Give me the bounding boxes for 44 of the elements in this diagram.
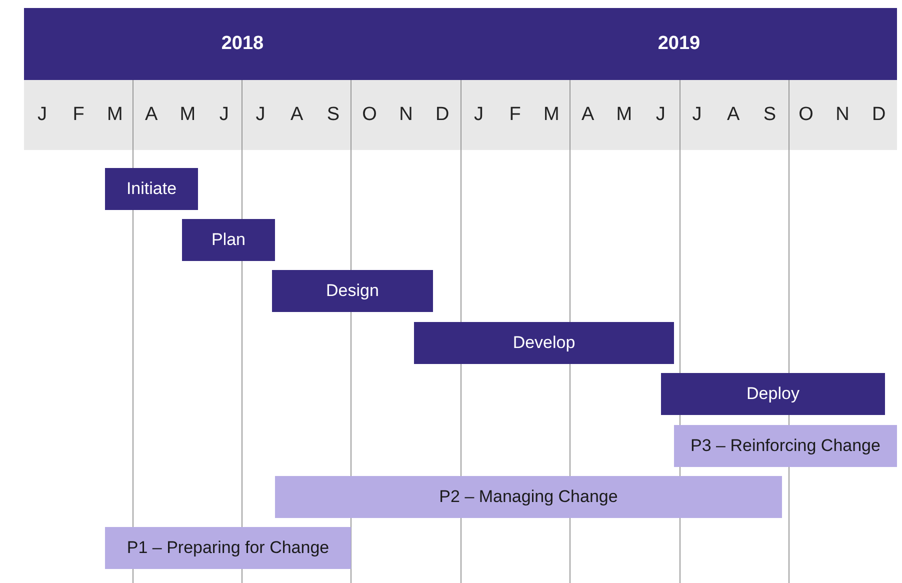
year-header	[24, 8, 461, 80]
bar-label: Initiate	[126, 179, 177, 199]
bar-label: Deploy	[746, 384, 800, 404]
bar-label: P2 – Managing Change	[439, 487, 618, 507]
month-label: J	[472, 103, 484, 127]
change-phase-bar	[105, 527, 351, 569]
bar-label: P1 – Preparing for Change	[126, 538, 330, 558]
month-label: J	[254, 103, 266, 127]
month-label: M	[615, 103, 634, 127]
month-label: M	[106, 103, 124, 127]
month-label: A	[726, 103, 741, 127]
month-label: D	[870, 103, 887, 127]
month-label: O	[798, 103, 814, 127]
bar-label: Design	[326, 281, 379, 301]
month-label: F	[72, 103, 86, 127]
month-label: S	[762, 103, 778, 127]
month-label: S	[326, 103, 341, 127]
phase-bar	[272, 270, 433, 312]
phase-bar	[414, 322, 674, 364]
year-label: 2018	[221, 33, 264, 55]
month-label: A	[289, 103, 304, 127]
month-label: N	[834, 103, 850, 127]
month-label: J	[691, 103, 703, 127]
month-label: J	[654, 103, 666, 127]
month-label: M	[542, 103, 560, 127]
month-label: J	[36, 103, 48, 127]
bar-label: Plan	[211, 230, 246, 250]
phase-bar	[182, 219, 275, 261]
change-phase-bar	[275, 476, 782, 518]
month-label: N	[398, 103, 414, 127]
month-label: D	[434, 103, 450, 127]
month-label: M	[178, 103, 197, 127]
month-label: A	[144, 103, 159, 127]
year-label: 2019	[658, 33, 700, 55]
month-label: O	[361, 103, 378, 127]
month-label: J	[218, 103, 230, 127]
year-header	[461, 8, 897, 80]
phase-bar	[661, 373, 885, 415]
month-label: A	[580, 103, 596, 127]
change-phase-bar	[674, 425, 897, 467]
phase-bar	[105, 168, 198, 210]
bar-label: Develop	[512, 333, 576, 353]
bar-label: P3 – Reinforcing Change	[690, 436, 880, 456]
month-label: F	[508, 103, 522, 127]
